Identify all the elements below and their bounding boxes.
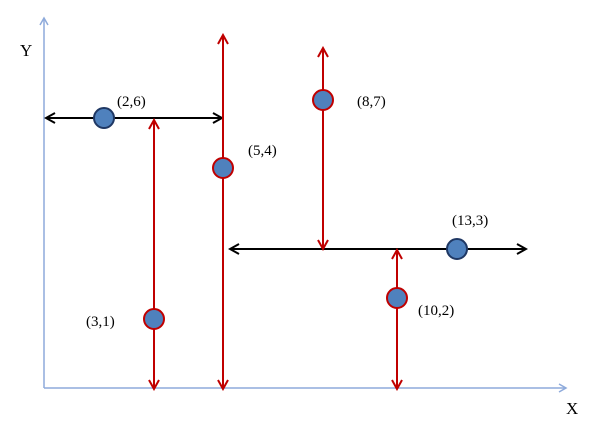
point-2-6 — [93, 107, 115, 129]
point-13-3 — [446, 238, 468, 260]
point-10-2 — [386, 287, 408, 309]
label-10-2: (10,2) — [418, 303, 454, 319]
point-8-7 — [312, 89, 334, 111]
point-5-4 — [212, 157, 234, 179]
label-13-3: (13,3) — [452, 213, 488, 229]
point-3-1 — [143, 308, 165, 330]
x-axis-label: X — [566, 399, 578, 418]
label-8-7: (8,7) — [357, 94, 386, 110]
label-3-1: (3,1) — [86, 314, 115, 330]
y-axis-label: Y — [20, 41, 32, 60]
label-2-6: (2,6) — [117, 94, 146, 110]
label-5-4: (5,4) — [248, 143, 277, 159]
